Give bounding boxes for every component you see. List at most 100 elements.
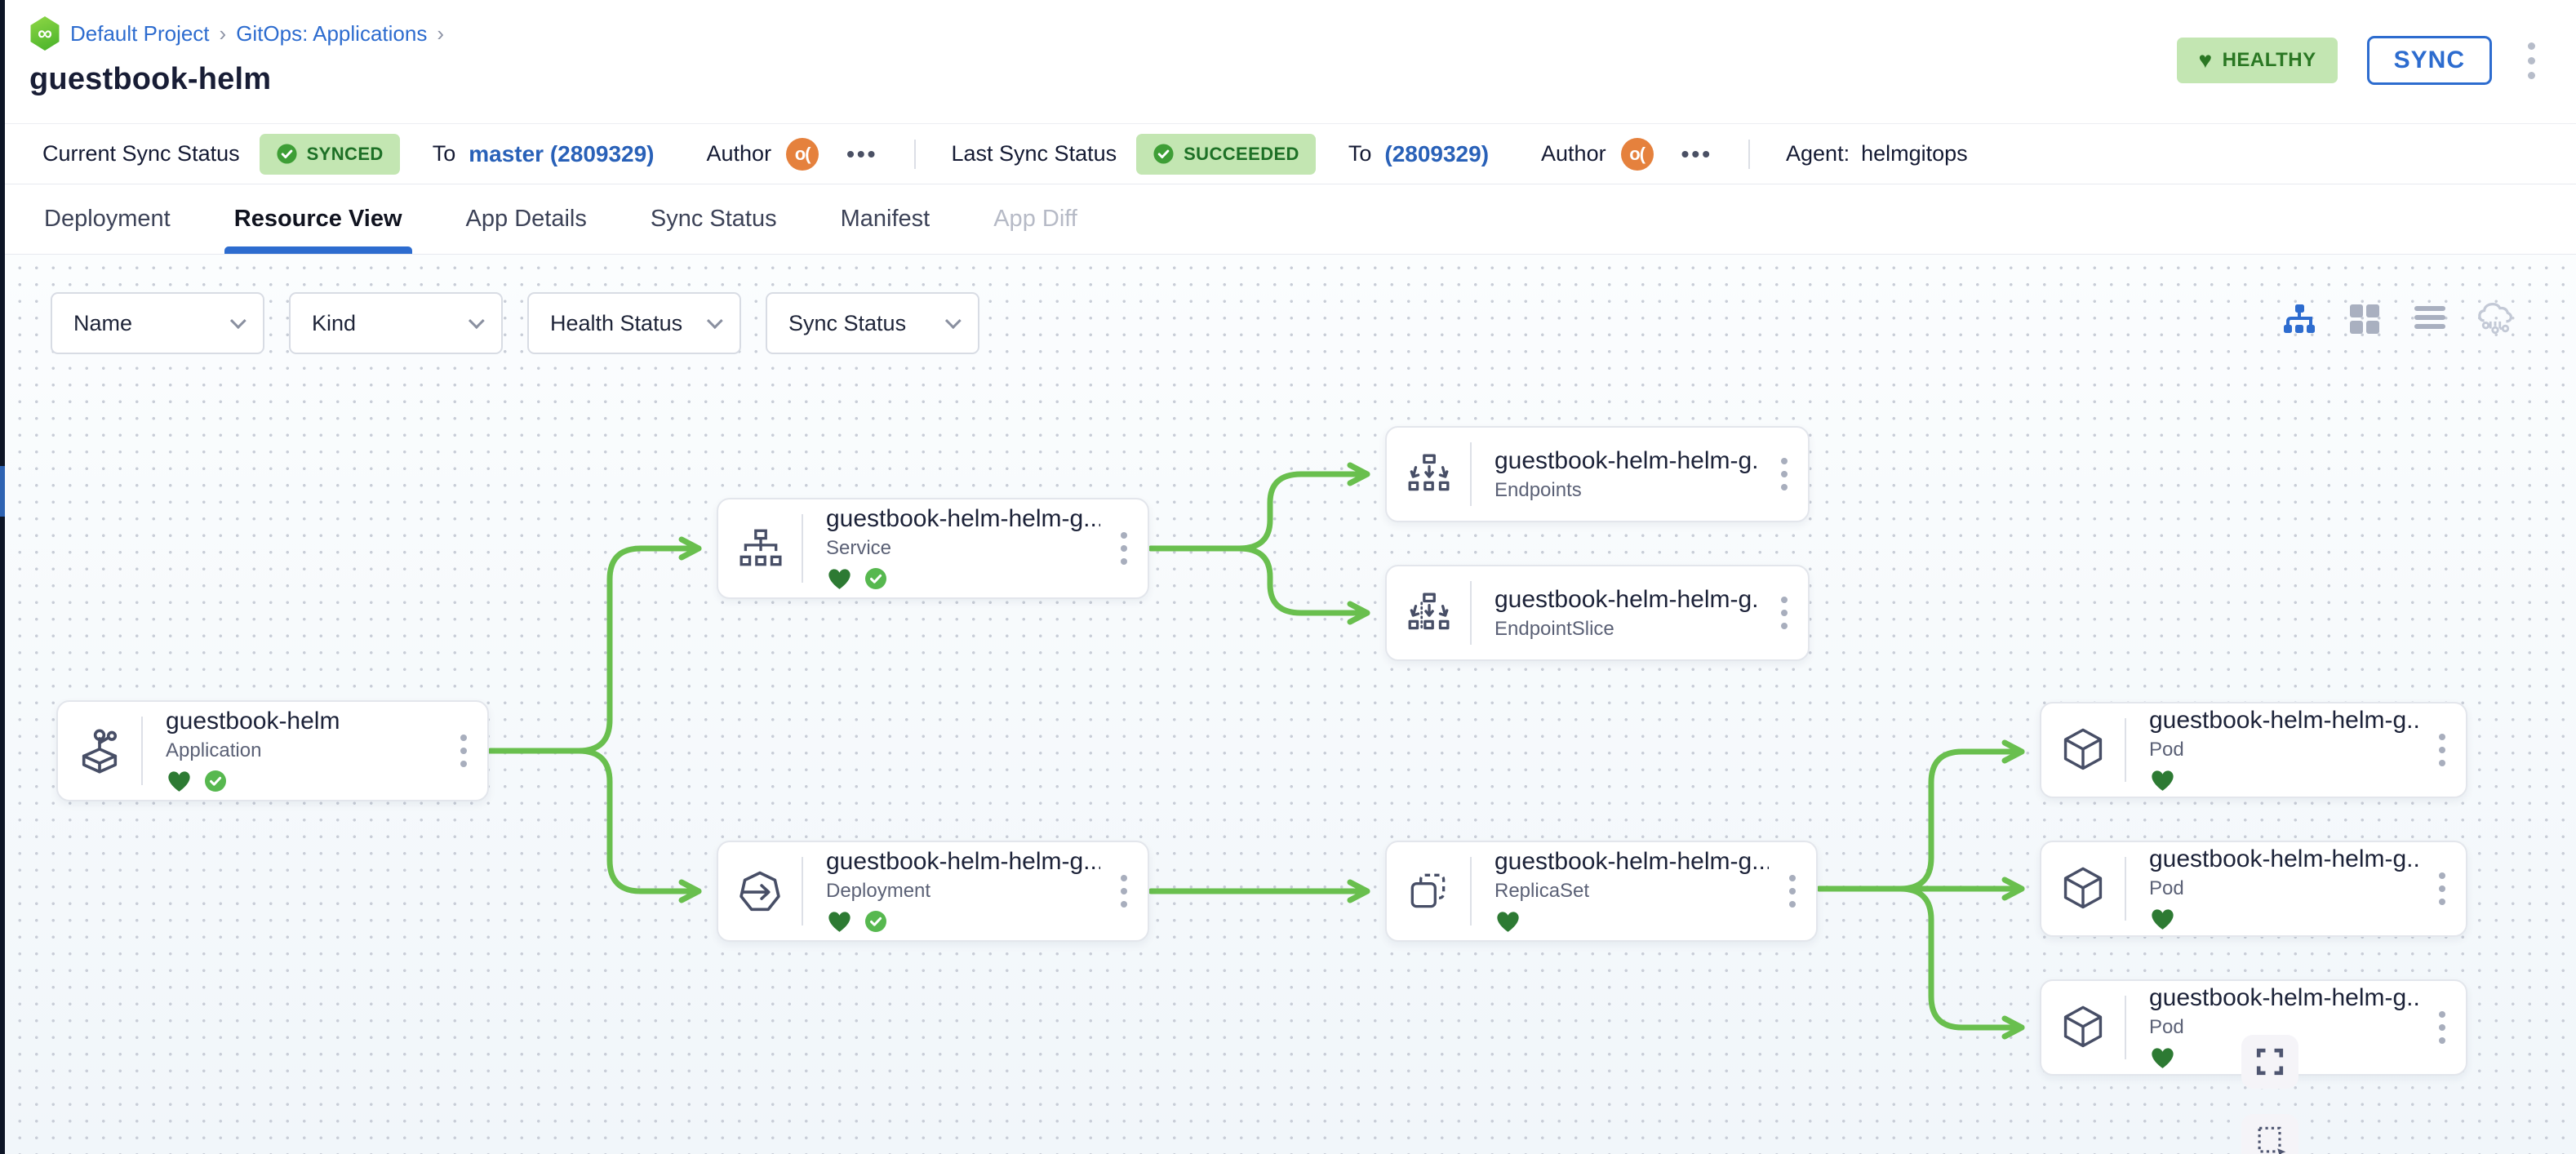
node-title: guestbook-helm-helm-g... bbox=[1495, 848, 1769, 875]
breadcrumb-project-link[interactable]: Default Project bbox=[70, 20, 210, 46]
pod-icon bbox=[2063, 867, 2103, 909]
resource-tree-canvas[interactable]: Name Kind Health Status Sync Status bbox=[5, 255, 2576, 1154]
to-label: To bbox=[1348, 141, 1372, 166]
health-heart-icon bbox=[828, 569, 851, 589]
node-menu-button[interactable] bbox=[1100, 842, 1148, 940]
resource-node-service[interactable]: guestbook-helm-helm-g... Service bbox=[717, 498, 1149, 599]
filter-label: Kind bbox=[312, 310, 357, 335]
author-avatar: o( bbox=[1620, 137, 1654, 171]
node-menu-button[interactable] bbox=[1769, 842, 1816, 940]
node-kind-label: Pod bbox=[2149, 739, 2184, 761]
agent-label: Agent: bbox=[1786, 141, 1850, 166]
grid-view-toggle[interactable] bbox=[2346, 300, 2383, 338]
node-menu-button[interactable] bbox=[2418, 981, 2466, 1074]
resource-node-pod[interactable]: guestbook-helm-helm-g... Pod bbox=[2040, 702, 2467, 798]
edge-app-to-deployment bbox=[487, 748, 702, 903]
resource-node-endpointslice[interactable]: guestbook-helm-helm-g... EndpointSlice bbox=[1385, 565, 1810, 661]
app-menu-button[interactable] bbox=[2521, 38, 2542, 84]
tab-bar: Deployment Resource View App Details Syn… bbox=[5, 184, 2576, 255]
filter-sync-status-dropdown[interactable]: Sync Status bbox=[766, 292, 979, 354]
main-column: ∞ Default Project › GitOps: Applications… bbox=[5, 0, 2576, 1154]
filter-label: Sync Status bbox=[788, 310, 907, 335]
sidebar-active-indicator bbox=[0, 466, 5, 517]
view-mode-toggles bbox=[2281, 300, 2514, 338]
resource-kind-icon bbox=[2041, 981, 2125, 1074]
node-menu-button[interactable] bbox=[1100, 499, 1148, 597]
tree-view-toggle[interactable] bbox=[2281, 300, 2318, 338]
node-kind-label: Deployment bbox=[826, 880, 931, 902]
breadcrumb-applications-link[interactable]: GitOps: Applications bbox=[236, 20, 428, 46]
fit-to-screen-button[interactable] bbox=[2241, 1035, 2298, 1089]
divider bbox=[913, 139, 916, 169]
last-sync-more-button[interactable]: ••• bbox=[1681, 140, 1713, 166]
synced-badge: SYNCED bbox=[259, 133, 400, 175]
resource-node-deployment[interactable]: guestbook-helm-helm-g... Deployment bbox=[717, 841, 1149, 942]
health-status-label: HEALTHY bbox=[2222, 49, 2316, 71]
filter-label: Name bbox=[73, 310, 133, 335]
marquee-select-icon bbox=[2258, 1126, 2286, 1154]
node-menu-button[interactable] bbox=[2418, 703, 2466, 797]
replicaset-icon bbox=[1410, 873, 1446, 908]
agent-value: helmgitops bbox=[1861, 141, 1968, 166]
heart-icon: ♥ bbox=[2198, 47, 2213, 73]
node-menu-button[interactable] bbox=[2418, 842, 2466, 935]
tab-app-details[interactable]: App Details bbox=[465, 206, 587, 232]
chevron-down-icon bbox=[229, 313, 246, 330]
pod-icon bbox=[2063, 728, 2103, 770]
fullscreen-icon bbox=[2256, 1048, 2284, 1076]
filter-kind-dropdown[interactable]: Kind bbox=[289, 292, 503, 354]
node-body: guestbook-helm-helm-g... ReplicaSet bbox=[1472, 842, 1769, 940]
application-icon bbox=[82, 729, 118, 774]
node-title: guestbook-helm-helm-g... bbox=[2149, 846, 2418, 872]
current-sync-more-button[interactable]: ••• bbox=[846, 140, 878, 166]
node-menu-button[interactable] bbox=[1761, 428, 1808, 521]
check-circle-icon bbox=[1153, 144, 1174, 164]
header-actions: ♥ HEALTHY SYNC bbox=[2177, 36, 2542, 85]
breadcrumb-separator-icon: › bbox=[219, 20, 227, 46]
tab-app-diff: App Diff bbox=[993, 206, 1077, 232]
node-menu-button[interactable] bbox=[1761, 566, 1808, 659]
node-kind-label: Pod bbox=[2149, 877, 2184, 899]
to-label: To bbox=[432, 141, 456, 166]
node-body: guestbook-helm-helm-g... Deployment bbox=[803, 842, 1100, 940]
health-heart-icon bbox=[168, 771, 190, 792]
marquee-select-button[interactable] bbox=[2241, 1114, 2298, 1154]
node-menu-button[interactable] bbox=[440, 702, 487, 800]
node-title: guestbook-helm-helm-g... bbox=[826, 848, 1100, 875]
filter-health-status-dropdown[interactable]: Health Status bbox=[527, 292, 741, 354]
node-title: guestbook-helm-helm-g... bbox=[1495, 446, 1761, 474]
node-title: guestbook-helm-helm-g... bbox=[2149, 984, 2418, 1011]
collapsed-sidebar-rail[interactable] bbox=[0, 0, 5, 1154]
tab-resource-view[interactable]: Resource View bbox=[224, 184, 412, 254]
health-heart-icon bbox=[2152, 909, 2174, 930]
chevron-down-icon bbox=[706, 313, 723, 330]
resource-node-pod[interactable]: guestbook-helm-helm-g... Pod bbox=[2040, 841, 2467, 937]
resource-node-application[interactable]: guestbook-helm Application bbox=[56, 700, 489, 801]
check-circle-icon bbox=[277, 144, 297, 164]
chevron-down-icon bbox=[944, 313, 962, 330]
last-revision-link[interactable]: (2809329) bbox=[1384, 140, 1490, 166]
edge-service-to-endpoints bbox=[1148, 462, 1370, 552]
tab-deployment[interactable]: Deployment bbox=[44, 206, 171, 232]
list-view-toggle[interactable] bbox=[2411, 300, 2449, 338]
node-title: guestbook-helm-helm-g... bbox=[2149, 707, 2418, 734]
resource-node-endpoints[interactable]: guestbook-helm-helm-g... Endpoints bbox=[1385, 426, 1810, 522]
resource-kind-icon bbox=[1387, 428, 1470, 521]
health-heart-icon bbox=[828, 912, 851, 932]
filter-name-dropdown[interactable]: Name bbox=[51, 292, 264, 354]
sync-ok-icon bbox=[865, 911, 886, 932]
service-icon bbox=[739, 529, 782, 566]
sync-button[interactable]: SYNC bbox=[2366, 36, 2492, 85]
sync-ok-icon bbox=[205, 770, 226, 792]
resource-kind-icon bbox=[1387, 566, 1470, 659]
node-body: guestbook-helm-helm-g... Service bbox=[803, 499, 1100, 597]
tree-view-icon bbox=[2284, 304, 2315, 333]
network-view-toggle[interactable] bbox=[2476, 300, 2514, 338]
grid-view-icon bbox=[2350, 304, 2379, 334]
last-sync-status-label: Last Sync Status bbox=[951, 141, 1117, 166]
node-divider bbox=[1470, 857, 1472, 925]
resource-node-replicaset[interactable]: guestbook-helm-helm-g... ReplicaSet bbox=[1385, 841, 1818, 942]
current-revision-link[interactable]: master (2809329) bbox=[469, 140, 655, 166]
tab-sync-status[interactable]: Sync Status bbox=[650, 206, 777, 232]
tab-manifest[interactable]: Manifest bbox=[840, 206, 930, 232]
